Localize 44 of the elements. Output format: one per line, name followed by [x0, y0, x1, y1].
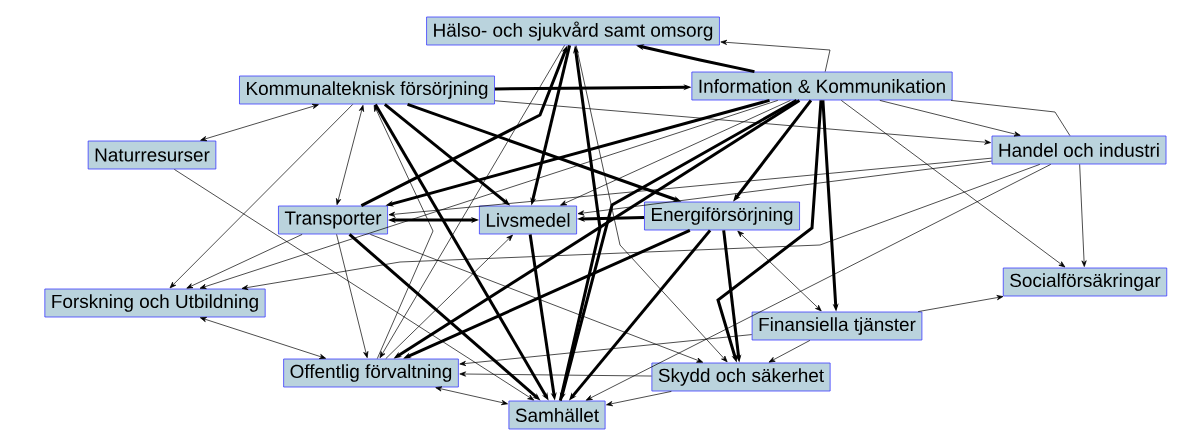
arrow [200, 317, 326, 359]
arrow [459, 371, 652, 377]
process-box: Handel och industri [991, 135, 1167, 165]
process-box: Kommunalteknisk försörjning [239, 75, 495, 105]
arrow [169, 104, 354, 289]
process-box: Forskning och Utbildning [44, 288, 266, 318]
process-box: Samhället [508, 400, 606, 430]
arrow [336, 234, 369, 358]
arrow [879, 100, 1021, 137]
arrow [737, 230, 822, 312]
arrow [199, 100, 779, 289]
arrow [840, 100, 1066, 268]
process-box: Finansiella tjänster [751, 311, 923, 341]
process-box: Socialförsäkringar [1002, 267, 1168, 297]
process-box: Hälso- och sjukvård samt omsorg [426, 16, 720, 46]
arrow [379, 45, 565, 359]
arrow [1079, 164, 1087, 267]
process-box: Naturresurser [87, 140, 217, 170]
arrow [200, 103, 319, 142]
arrow [385, 234, 513, 359]
process-box: Transporter [278, 205, 388, 235]
arrow [174, 169, 535, 401]
process-box: Energiförsörjning [644, 201, 800, 231]
arrow [577, 160, 992, 216]
process-box: Skydd och säkerhet [651, 362, 831, 392]
arrow [336, 105, 364, 205]
arrow [606, 391, 672, 407]
arrow [370, 234, 704, 363]
arrow [373, 104, 434, 359]
process-box: Offentlig förvaltning [283, 358, 459, 388]
arrow [186, 234, 303, 289]
arrow [917, 295, 1004, 312]
arrow [585, 164, 1052, 401]
arrow [560, 100, 791, 206]
arrow [241, 164, 1041, 290]
arrow [768, 340, 811, 363]
arrow [494, 100, 991, 145]
arrow [388, 157, 992, 217]
arrow [720, 39, 831, 72]
arrow [575, 45, 728, 363]
process-box: Information & Kommunikation [691, 71, 953, 101]
process-box: Livsmedel [479, 205, 577, 235]
arrow [435, 386, 508, 406]
arrow [459, 334, 753, 367]
